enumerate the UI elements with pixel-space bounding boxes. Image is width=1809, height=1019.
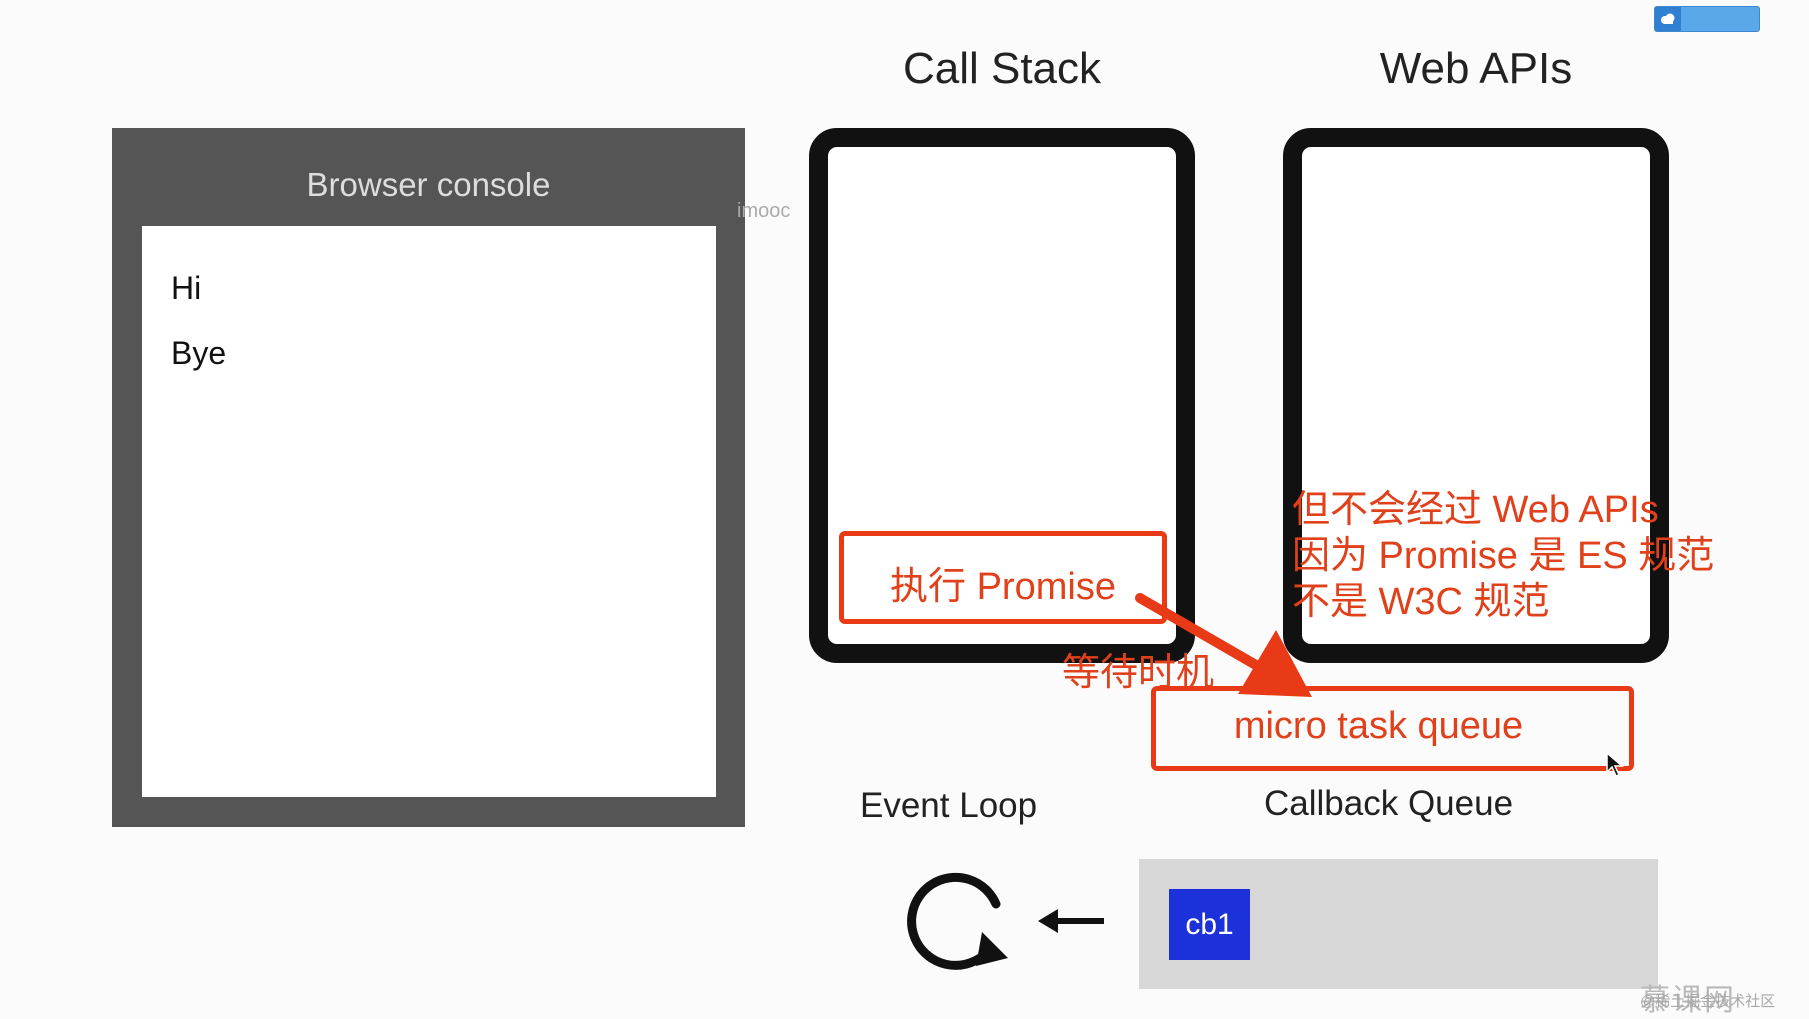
mouse-cursor-icon <box>1606 752 1624 777</box>
cloud-badge[interactable] <box>1654 6 1760 32</box>
cloud-icon <box>1655 7 1681 31</box>
execute-promise-label: 执行 Promise <box>890 566 1116 608</box>
micro-task-queue-box <box>1151 686 1634 771</box>
browser-console-title: Browser console <box>306 166 551 203</box>
site-watermark: 慕课网 <box>1640 984 1736 1017</box>
note-line-2: 因为 Promise 是 ES 规范 <box>1292 535 1715 577</box>
web-apis-box <box>1283 128 1669 663</box>
left-arrow-icon <box>1038 909 1104 933</box>
micro-task-queue-label: micro task queue <box>1233 705 1524 747</box>
web-apis-heading: Web APIs <box>1379 44 1573 93</box>
call-stack-heading: Call Stack <box>902 44 1102 93</box>
event-loop-heading: Event Loop <box>860 786 1038 825</box>
console-line-bye: Bye <box>171 335 227 371</box>
site-watermark-small: @稀土掘金技术社区 <box>1640 993 1776 1010</box>
execute-promise-box <box>839 531 1167 624</box>
browser-console-body <box>142 226 716 797</box>
note-line-3: 不是 W3C 规范 <box>1292 581 1550 623</box>
event-loop-icon <box>907 872 1008 970</box>
call-stack-box <box>809 128 1195 663</box>
queue-item-cb1: cb1 <box>1169 889 1250 960</box>
console-line-hi: Hi <box>171 270 202 306</box>
note-line-1: 但不会经过 Web APIs <box>1292 489 1659 531</box>
callback-queue-heading: Callback Queue <box>1264 784 1514 823</box>
mooc-watermark: imooc <box>737 200 791 222</box>
